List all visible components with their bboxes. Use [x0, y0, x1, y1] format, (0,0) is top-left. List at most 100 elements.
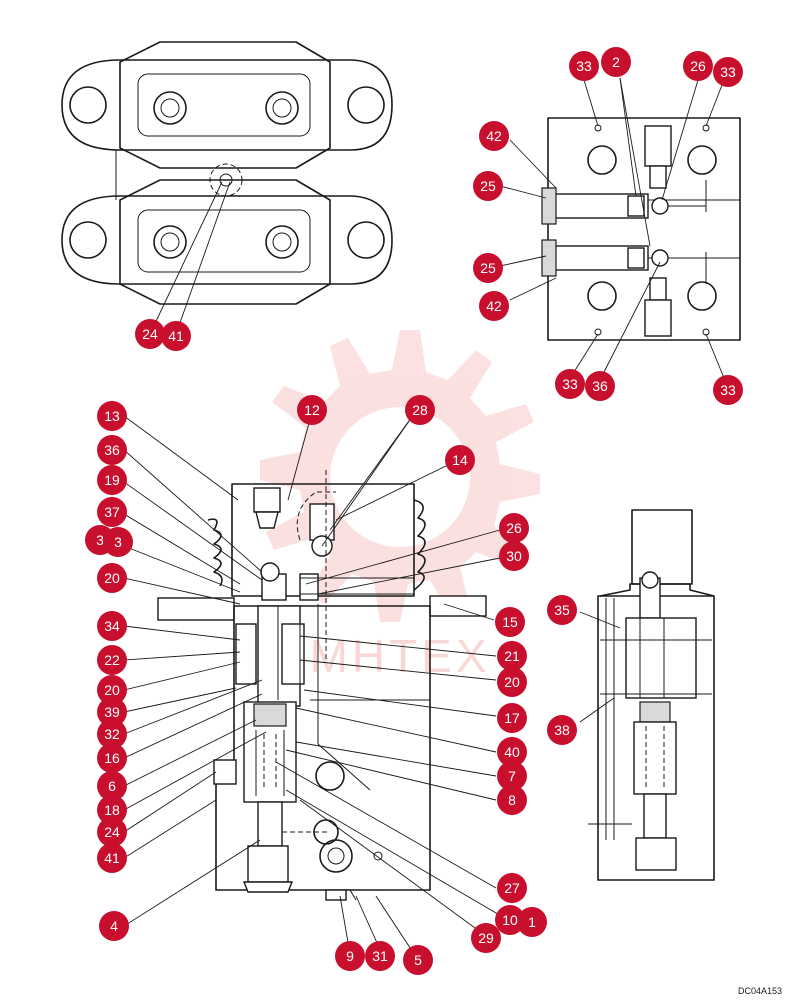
svg-text:28: 28 — [412, 402, 428, 418]
callout-8: 8 — [497, 785, 527, 815]
callout-35: 35 — [547, 595, 577, 625]
main-section — [157, 470, 487, 901]
callout-30: 30 — [499, 541, 529, 571]
svg-text:35: 35 — [554, 602, 570, 618]
svg-text:42: 42 — [486, 298, 502, 314]
svg-text:24: 24 — [142, 326, 158, 342]
svg-text:41: 41 — [168, 328, 184, 344]
callout-36-main: 36 — [97, 435, 127, 465]
svg-text:8: 8 — [508, 792, 516, 808]
svg-text:33: 33 — [720, 382, 736, 398]
svg-text:36: 36 — [592, 378, 608, 394]
callout-19: 19 — [97, 465, 127, 495]
callout-32: 32 — [97, 719, 127, 749]
svg-text:26: 26 — [506, 520, 522, 536]
top-view-leaders — [149, 181, 231, 335]
callout-26-main: 26 — [499, 513, 529, 543]
top-right-leaders — [499, 77, 725, 379]
callout-20-b: 20 — [97, 675, 127, 705]
callout-4: 4 — [99, 911, 129, 941]
callout-18: 18 — [97, 795, 127, 825]
svg-text:18: 18 — [104, 802, 120, 818]
callout-33-tr-d: 33 — [713, 375, 743, 405]
svg-text:14: 14 — [452, 452, 468, 468]
callout-24-topview: 24 — [135, 319, 165, 349]
svg-text:5: 5 — [414, 952, 422, 968]
callout-3: 3 — [103, 527, 133, 557]
callout-41-topview: 41 — [161, 321, 191, 351]
svg-text:2: 2 — [612, 54, 620, 70]
callout-26-tr: 26 — [683, 51, 713, 81]
svg-text:1: 1 — [528, 914, 536, 930]
svg-text:32: 32 — [104, 726, 120, 742]
callout-38: 38 — [547, 715, 577, 745]
callout-17: 17 — [497, 703, 527, 733]
callout-33-tr-b: 33 — [713, 57, 743, 87]
svg-text:17: 17 — [504, 710, 520, 726]
svg-text:16: 16 — [104, 750, 120, 766]
svg-text:25: 25 — [480, 178, 496, 194]
svg-text:7: 7 — [508, 768, 516, 784]
svg-text:12: 12 — [304, 402, 320, 418]
side-view — [588, 509, 715, 881]
callout-9: 9 — [335, 941, 365, 971]
callout-41-main: 41 — [97, 843, 127, 873]
callout-14: 14 — [445, 445, 475, 475]
callout-37: 37 — [97, 497, 127, 527]
callout-28: 28 — [405, 395, 435, 425]
svg-text:38: 38 — [554, 722, 570, 738]
callout-25-tr-b: 25 — [473, 253, 503, 283]
svg-text:15: 15 — [502, 614, 518, 630]
top-view-block — [61, 41, 393, 305]
callout-27: 27 — [497, 873, 527, 903]
svg-text:33: 33 — [562, 376, 578, 392]
callout-7: 7 — [497, 761, 527, 791]
svg-text:26: 26 — [690, 58, 706, 74]
svg-text:10: 10 — [502, 912, 518, 928]
callout-13: 13 — [97, 401, 127, 431]
svg-text:40: 40 — [504, 744, 520, 760]
callout-12: 12 — [297, 395, 327, 425]
svg-text:27: 27 — [504, 880, 520, 896]
callout-5: 5 — [403, 945, 433, 975]
callout-1: 1 — [517, 907, 547, 937]
callout-2-tr: 2 — [601, 47, 631, 77]
callout-21: 21 — [497, 641, 527, 671]
callout-15: 15 — [495, 607, 525, 637]
svg-text:41: 41 — [104, 850, 120, 866]
callout-22: 22 — [97, 645, 127, 675]
svg-text:33: 33 — [576, 58, 592, 74]
svg-text:6: 6 — [108, 778, 116, 794]
main-leaders — [123, 411, 509, 961]
callout-6: 6 — [97, 771, 127, 801]
callout-39: 39 — [97, 697, 127, 727]
svg-text:25: 25 — [480, 260, 496, 276]
callout-10: 10 — [495, 905, 525, 935]
callout-20-c: 20 — [497, 667, 527, 697]
top-right-section — [541, 117, 741, 341]
callout-40: 40 — [497, 737, 527, 767]
callout-42-tr-a: 42 — [479, 121, 509, 151]
svg-text:20: 20 — [104, 682, 120, 698]
svg-text:9: 9 — [346, 948, 354, 964]
reference-code: DC04A153 — [737, 986, 782, 996]
svg-text:13: 13 — [104, 408, 120, 424]
svg-text:42: 42 — [486, 128, 502, 144]
callout-42-tr-b: 42 — [479, 291, 509, 321]
side-view-leaders — [579, 611, 621, 723]
svg-text:21: 21 — [504, 648, 520, 664]
callout-20-a: 20 — [97, 563, 127, 593]
callout-31: 31 — [365, 941, 395, 971]
svg-text:34: 34 — [104, 618, 120, 634]
callout-16: 16 — [97, 743, 127, 773]
callout-33-tr-a: 33 — [569, 51, 599, 81]
callout-36-tr: 36 — [585, 371, 615, 401]
callout-29: 29 — [471, 923, 501, 953]
svg-text:29: 29 — [478, 930, 494, 946]
callout-33-tr-c: 33 — [555, 369, 585, 399]
svg-text:30: 30 — [506, 548, 522, 564]
svg-text:4: 4 — [110, 918, 118, 934]
svg-text:3: 3 — [114, 534, 122, 550]
callout-24-main: 24 — [97, 817, 127, 847]
